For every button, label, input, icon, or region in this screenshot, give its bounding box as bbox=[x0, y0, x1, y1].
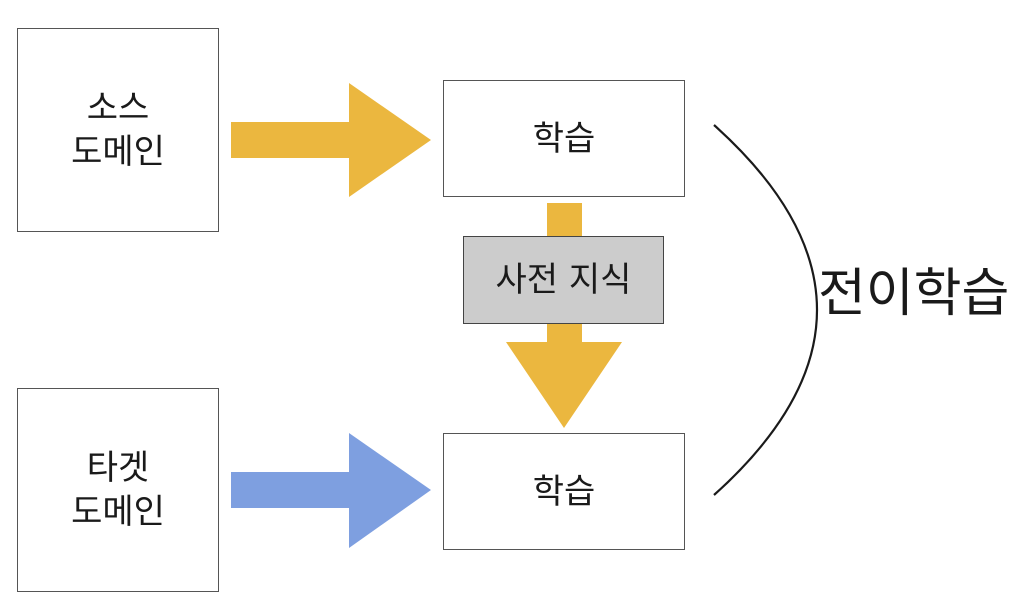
learning-bottom-label: 학습 bbox=[532, 471, 596, 512]
learning-top-label: 학습 bbox=[532, 118, 596, 159]
prior-knowledge-box: 사전 지식 bbox=[463, 236, 664, 324]
source-domain-label-line1: 소스 bbox=[86, 88, 150, 128]
transfer-learning-label: 전이학습 bbox=[818, 264, 1010, 324]
target-arrow-icon bbox=[231, 433, 431, 548]
bracket-curve-icon bbox=[713, 124, 818, 496]
target-domain-box: 타겟 도메인 bbox=[17, 388, 219, 592]
source-domain-label-line2: 도메인 bbox=[71, 132, 165, 172]
source-domain-box: 소스 도메인 bbox=[17, 28, 219, 232]
prior-knowledge-label: 사전 지식 bbox=[495, 260, 632, 300]
source-arrow-icon bbox=[231, 83, 431, 197]
target-domain-label-line2: 도메인 bbox=[71, 492, 165, 532]
learning-box-bottom: 학습 bbox=[443, 433, 685, 550]
target-domain-label-line1: 타겟 bbox=[86, 448, 150, 488]
learning-box-top: 학습 bbox=[443, 80, 685, 197]
